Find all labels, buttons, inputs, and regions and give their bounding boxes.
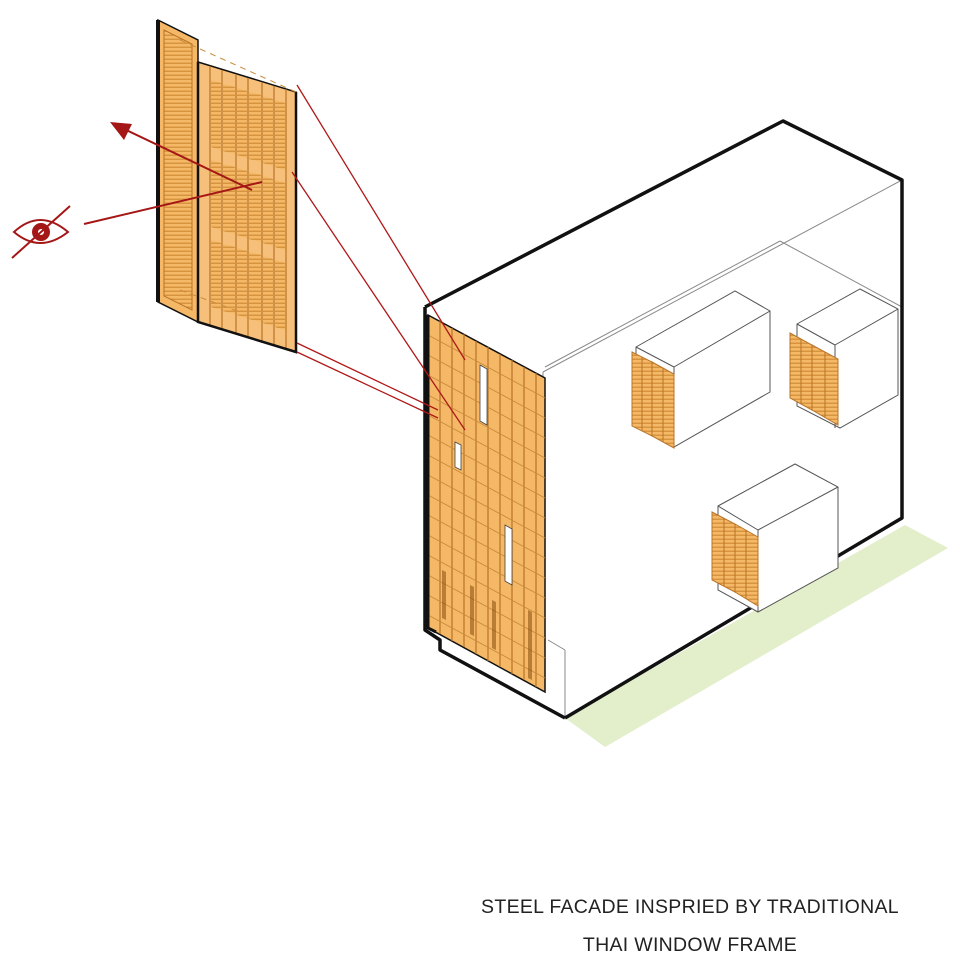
arrow-head-icon [110,122,132,140]
view-arrows [83,127,263,225]
caption-line-1: STEEL FACADE INSPRIED BY TRADITIONAL [481,896,899,918]
caption-line-2: THAI WINDOW FRAME [582,934,798,956]
window-box-1 [631,290,771,449]
eye-icon [11,205,71,259]
callout-lines [291,84,466,431]
building-roof [425,121,902,372]
window-frame-detail [156,18,298,354]
ground-plane [565,525,948,747]
window-box-2 [789,288,899,429]
window-box-3 [711,463,839,613]
front-facade-screen [426,313,546,694]
